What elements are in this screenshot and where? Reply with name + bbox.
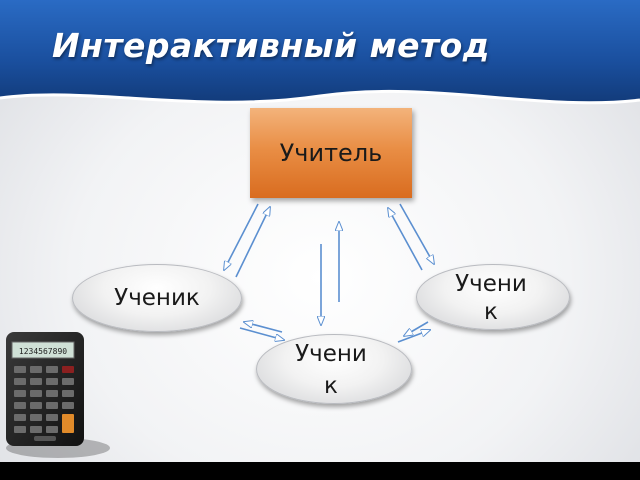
arrow-right-to-bottom (404, 321, 429, 336)
student-bottom-label: Учени к (295, 341, 367, 399)
bottom-bar (0, 462, 640, 480)
arrow-left-to-bottom (239, 327, 284, 340)
student-node-right: Учени к (416, 264, 570, 330)
header-banner (0, 0, 640, 105)
svg-text:Учени: Учени (455, 271, 527, 297)
student-right-label: Учени к (455, 271, 527, 325)
teacher-label: Учитель (279, 139, 383, 167)
calculator-icon: 1234567890 (6, 332, 110, 458)
page-title: Интерактивный метод (52, 26, 490, 65)
student-left-label: Ученик (114, 285, 200, 311)
arrow-bottom-to-left (244, 322, 283, 333)
arrow-teacher-to-right (399, 203, 434, 264)
slide: Интерактивный метод Учитель Ученик Учени (0, 0, 640, 462)
svg-text:к: к (484, 299, 498, 325)
diagram-arrows (0, 203, 640, 343)
arrow-left-to-teacher (235, 207, 270, 278)
student-node-left: Ученик (72, 264, 242, 332)
svg-text:Учени: Учени (295, 341, 367, 367)
arrow-bottom-to-right (397, 330, 430, 343)
teacher-node: Учитель (250, 108, 412, 198)
calculator-display: 1234567890 (19, 347, 67, 356)
student-node-bottom: Учени к (256, 334, 412, 404)
arrow-right-to-teacher (388, 208, 423, 271)
arrow-teacher-to-left (224, 203, 259, 270)
svg-text:к: к (324, 373, 338, 399)
